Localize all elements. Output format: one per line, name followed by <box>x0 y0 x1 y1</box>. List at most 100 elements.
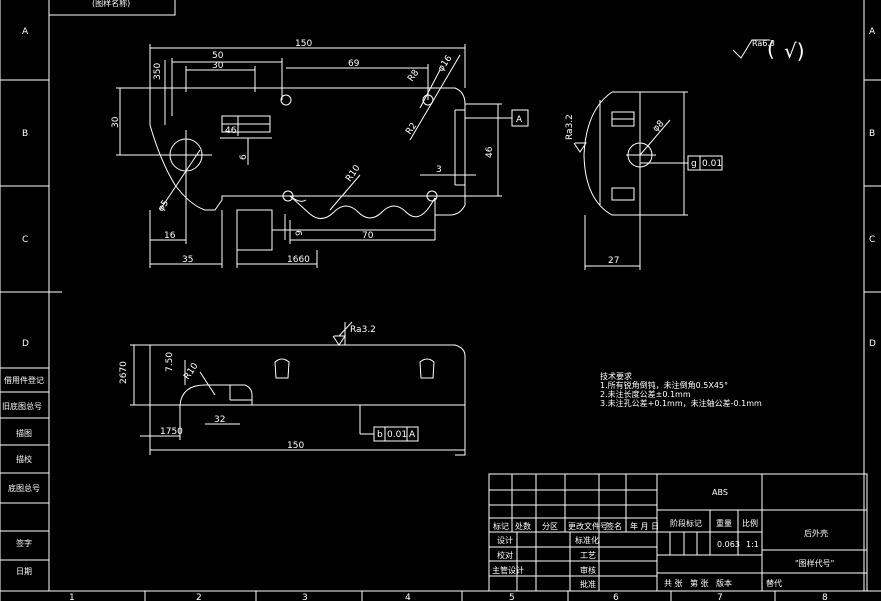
tb-role-1: 设计 <box>497 535 513 545</box>
bottom-tol-value: 0.01 <box>387 430 407 440</box>
bottom-roughness: Ra3.2 <box>350 325 376 335</box>
dim-30v: 30 <box>111 116 121 128</box>
tb-header-1: 标记 <box>493 521 509 531</box>
dim-35: 35 <box>182 255 193 265</box>
tb-sheet-2: 第 张 <box>690 578 709 588</box>
tb-std-4: 批准 <box>580 579 596 589</box>
bottom-tol-datum: A <box>409 430 416 440</box>
dim-9: 9 <box>295 230 305 236</box>
dim-30: 30 <box>212 61 224 71</box>
left-strip-1: 借用件登记 <box>4 375 44 385</box>
dim-150: 150 <box>295 39 312 49</box>
col-label-4: 4 <box>405 593 411 601</box>
dim-46: 46 <box>225 126 237 136</box>
dim-16: 16 <box>164 231 176 241</box>
dim-69: 69 <box>348 59 360 69</box>
left-strip-5: 日期 <box>16 567 32 576</box>
tb-std-1: 标准化 <box>575 535 599 545</box>
row-label-a: A <box>22 27 29 37</box>
dim-phi5: φ5 <box>156 198 171 213</box>
tb-role-2: 校对 <box>497 550 513 560</box>
tb-sheet-3: 版本 <box>716 578 732 588</box>
dim-r8: R8 <box>406 68 421 84</box>
notes-title: 技术要求 <box>600 371 632 381</box>
col-label-6: 6 <box>613 593 619 601</box>
bottom-view <box>130 321 466 456</box>
dim-3: 3 <box>436 165 442 175</box>
col-label-5: 5 <box>509 593 515 601</box>
row-label-d: D <box>22 339 29 349</box>
dim-70: 70 <box>362 231 374 241</box>
left-strip-4: 签字 <box>16 538 32 548</box>
dim-r2: R2 <box>404 121 419 137</box>
front-view <box>116 44 512 268</box>
dim-1660: 1660 <box>287 255 310 265</box>
row-label-c-right: C <box>869 235 875 245</box>
dim-6: 6 <box>239 154 249 160</box>
tb-stage-3: 比例 <box>742 518 758 528</box>
side-dia: φ8 <box>651 119 667 135</box>
datum-a-label: A <box>516 115 523 125</box>
row-label-a-right: A <box>869 27 876 37</box>
row-label-d-right: D <box>869 339 876 349</box>
dim-r10: R10 <box>344 163 363 183</box>
tb-header-3: 分区 <box>542 522 558 531</box>
roughness-check: √) <box>784 39 805 63</box>
col-label-7: 7 <box>717 593 723 601</box>
side-view <box>573 91 688 270</box>
tb-stage-2: 重量 <box>716 518 732 528</box>
roughness-global-value: Ra6.3 <box>752 39 775 48</box>
bottom-tolerance-box <box>373 426 419 442</box>
title-stub: (图样名称) <box>92 0 130 8</box>
row-label-b: B <box>22 129 28 139</box>
tb-header-2: 处数 <box>515 521 531 531</box>
left-strip-6: 描图 <box>16 428 32 438</box>
left-strip-3: 底图总号 <box>8 483 40 493</box>
tb-header-5: 签名 <box>606 521 622 531</box>
col-label-3: 3 <box>302 593 308 601</box>
tb-stage-1: 阶段标记 <box>670 518 702 528</box>
dim-50: 50 <box>212 51 224 61</box>
side-roughness: Ra3.2 <box>565 114 575 140</box>
title-block <box>488 473 868 592</box>
row-label-c: C <box>22 235 28 245</box>
left-strip-7: 描校 <box>16 454 32 464</box>
notes-line-1: 1.所有锐角倒钝，未注倒角0.5X45° <box>600 380 728 390</box>
tb-drawing-no: "图样代号" <box>795 558 834 568</box>
datum-a-box <box>511 109 529 127</box>
dim-350: 350 <box>153 63 163 80</box>
bottom-d32: 32 <box>214 415 225 425</box>
tb-sheet-1: 共 张 <box>664 579 683 588</box>
tb-mass: 0.063 <box>717 540 740 549</box>
side-tol-value: 0.01 <box>702 159 722 169</box>
bottom-d750: 7.50 <box>165 352 175 372</box>
tb-scale: 1:1 <box>746 540 759 549</box>
side-tol-symbol: g <box>691 159 697 169</box>
notes-line-2: 2.未注长度公差±0.1mm <box>600 389 691 399</box>
bottom-d1750: 1750 <box>160 427 183 437</box>
tb-std-2: 工艺 <box>580 551 596 560</box>
tb-part-name: 后外壳 <box>804 528 828 538</box>
row-label-b-right: B <box>869 129 875 139</box>
bottom-tol-symbol: b <box>377 430 383 440</box>
dim-46v: 46 <box>485 146 495 158</box>
roughness-symbol-global <box>732 39 770 59</box>
left-strip-2: 旧底图总号 <box>2 401 42 411</box>
tb-std-3: 审核 <box>580 565 596 575</box>
notes-line-3: 3.未注孔公差+0.1mm，未注轴公差-0.1mm <box>600 398 762 408</box>
col-label-2: 2 <box>196 593 202 601</box>
col-label-8: 8 <box>822 593 828 601</box>
tb-header-4: 更改文件号 <box>568 521 608 531</box>
col-label-1: 1 <box>69 593 75 601</box>
bottom-d150: 150 <box>287 441 304 451</box>
tb-material: ABS <box>712 488 728 497</box>
side-width: 27 <box>608 256 619 266</box>
side-tolerance-box <box>687 155 723 171</box>
roughness-paren: ( <box>767 37 775 61</box>
bottom-d2670: 2670 <box>119 361 129 384</box>
tb-role-3: 主管设计 <box>492 565 524 575</box>
tb-header-6: 年 月 日 <box>630 521 659 531</box>
tb-sheet-4: 替代 <box>766 578 782 588</box>
dim-phi16: φ16 <box>436 54 454 74</box>
